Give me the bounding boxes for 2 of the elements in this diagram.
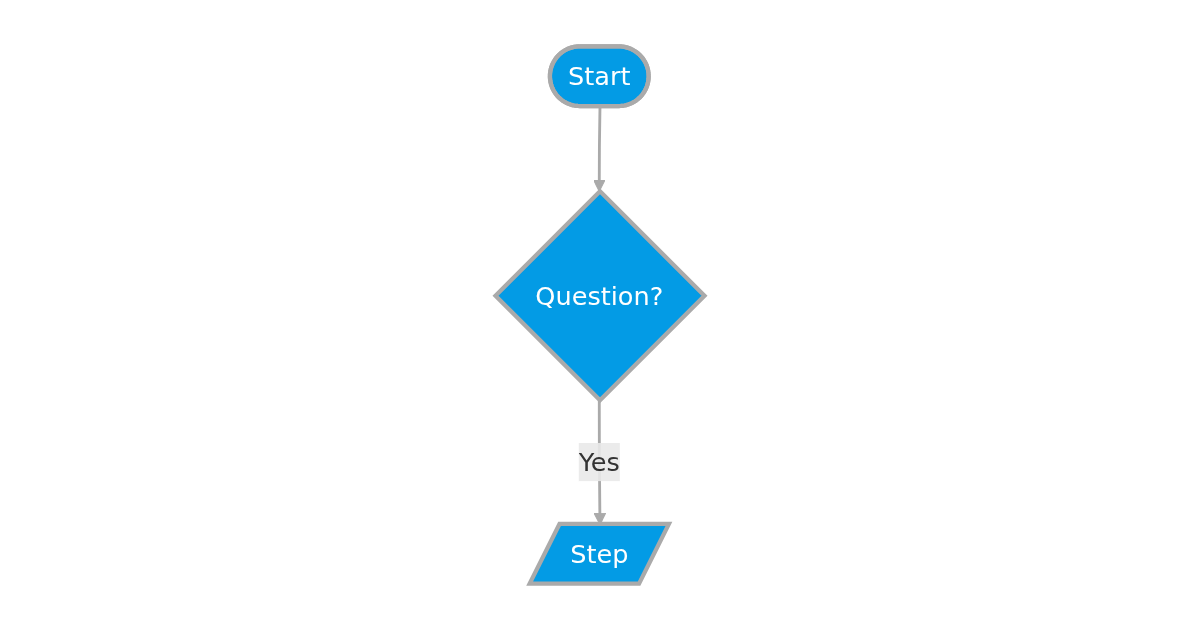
node-diamond: Question? bbox=[492, 188, 708, 404]
edge-label: Yes bbox=[578, 447, 620, 478]
